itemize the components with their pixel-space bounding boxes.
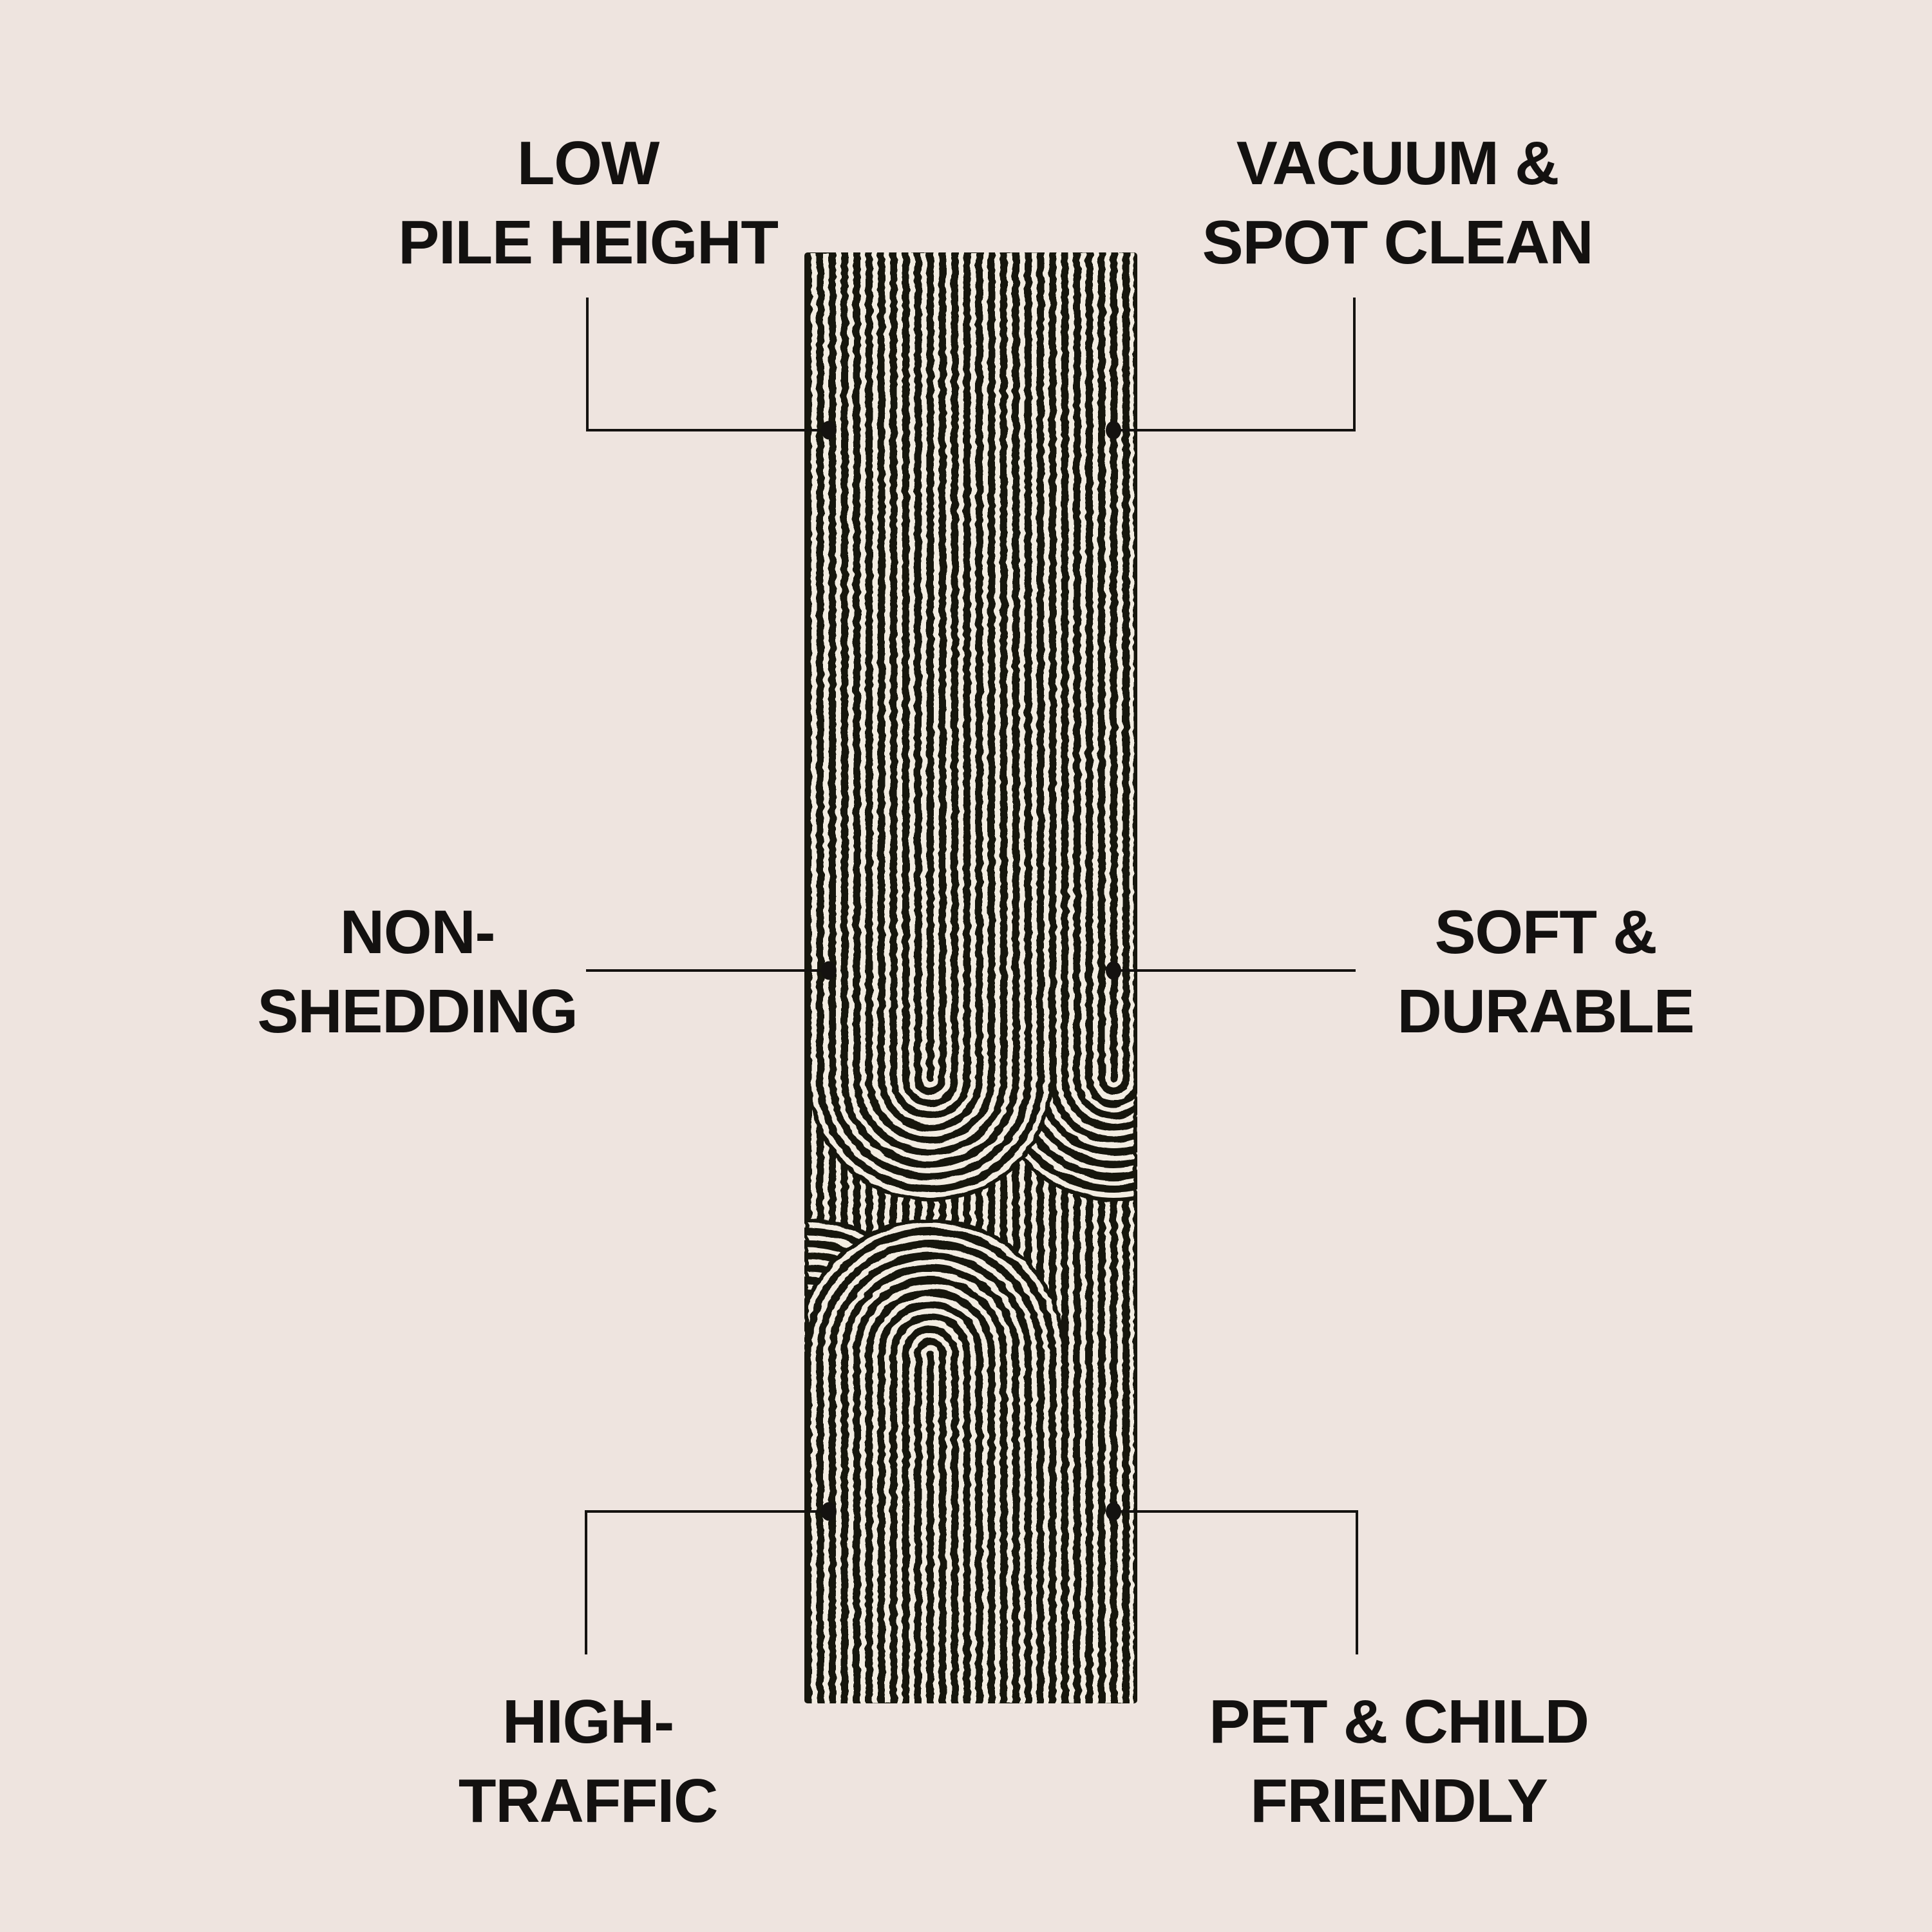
callout-vacuum-spot-clean-line1: VACUUM & xyxy=(1236,129,1560,198)
leader-line-pet-child-friendly xyxy=(1115,1510,1358,1654)
callout-low-pile-height-line1: LOW xyxy=(516,129,660,198)
leader-dot-low-pile-height xyxy=(821,421,837,440)
callout-high-traffic: HIGH- TRAFFIC xyxy=(458,1682,718,1841)
callout-vacuum-spot-clean: VACUUM & SPOT CLEAN xyxy=(1202,124,1594,282)
leader-line-low-pile-height xyxy=(586,298,826,431)
callout-non-shedding: NON- SHEDDING xyxy=(257,893,578,1051)
callout-soft-durable-line2: DURABLE xyxy=(1397,977,1695,1046)
leader-dot-high-traffic xyxy=(821,1502,837,1521)
callout-soft-durable: SOFT & DURABLE xyxy=(1397,893,1695,1051)
callout-soft-durable-line1: SOFT & xyxy=(1434,898,1658,967)
leader-dot-soft-durable xyxy=(1106,961,1121,980)
leader-dot-vacuum-spot-clean xyxy=(1106,421,1121,440)
rug-image xyxy=(804,252,1137,1703)
leader-dot-non-shedding xyxy=(821,961,837,980)
callout-high-traffic-line1: HIGH- xyxy=(502,1687,674,1756)
callout-non-shedding-line1: NON- xyxy=(339,898,496,967)
leader-dot-pet-child-friendly xyxy=(1106,1502,1121,1521)
leader-line-vacuum-spot-clean xyxy=(1115,298,1356,431)
leader-line-high-traffic xyxy=(585,1510,826,1654)
callout-non-shedding-line2: SHEDDING xyxy=(257,977,578,1046)
callout-pet-child-friendly-line2: FRIENDLY xyxy=(1250,1766,1548,1835)
callout-vacuum-spot-clean-line2: SPOT CLEAN xyxy=(1202,208,1594,277)
callout-pet-child-friendly: PET & CHILD FRIENDLY xyxy=(1209,1682,1589,1841)
callout-low-pile-height: LOW PILE HEIGHT xyxy=(398,124,779,282)
callout-pet-child-friendly-line1: PET & CHILD xyxy=(1209,1687,1589,1756)
callout-high-traffic-line2: TRAFFIC xyxy=(458,1766,718,1835)
callout-low-pile-height-line2: PILE HEIGHT xyxy=(398,208,779,277)
